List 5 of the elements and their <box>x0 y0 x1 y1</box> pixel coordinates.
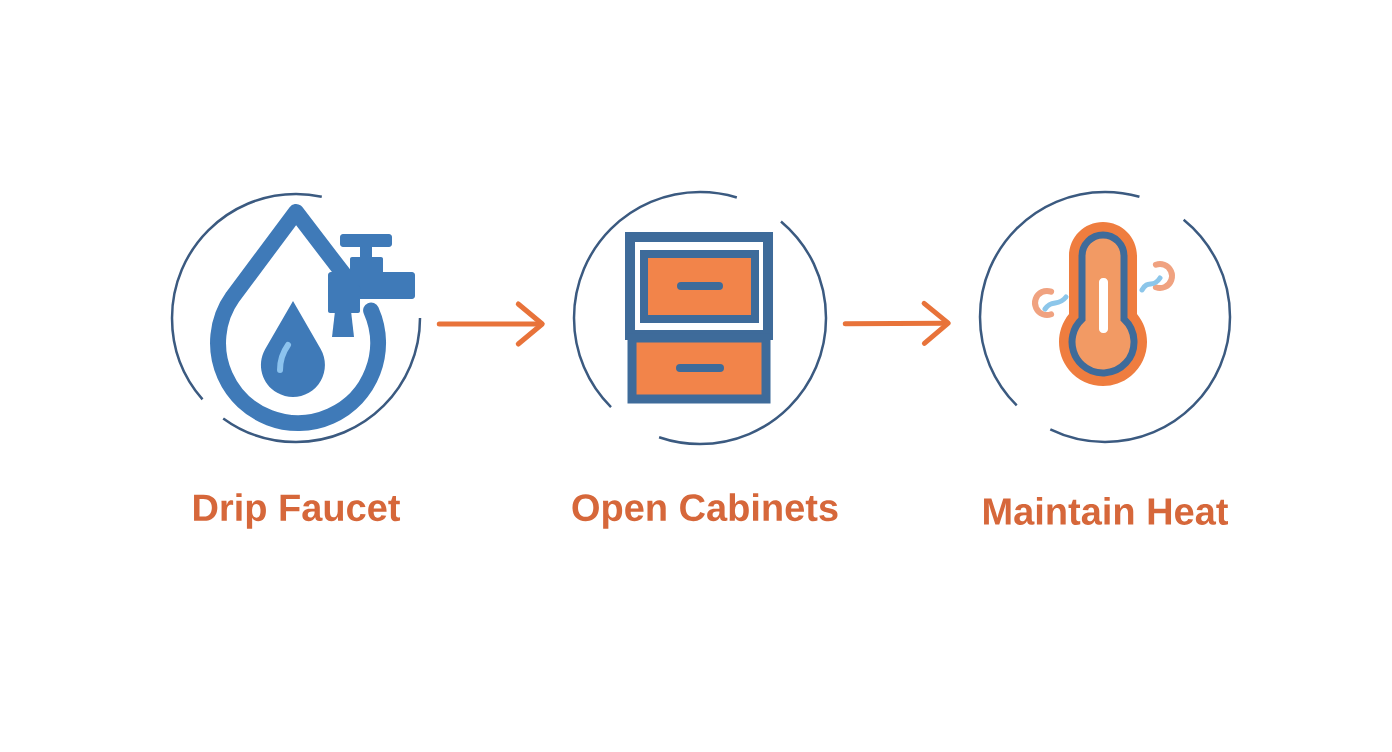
step-label: Maintain Heat <box>984 497 1228 525</box>
step-label: Drip Faucet <box>194 493 400 529</box>
arrow <box>436 301 545 347</box>
arrow <box>842 300 951 346</box>
step-label: Open Cabinets <box>572 493 838 529</box>
